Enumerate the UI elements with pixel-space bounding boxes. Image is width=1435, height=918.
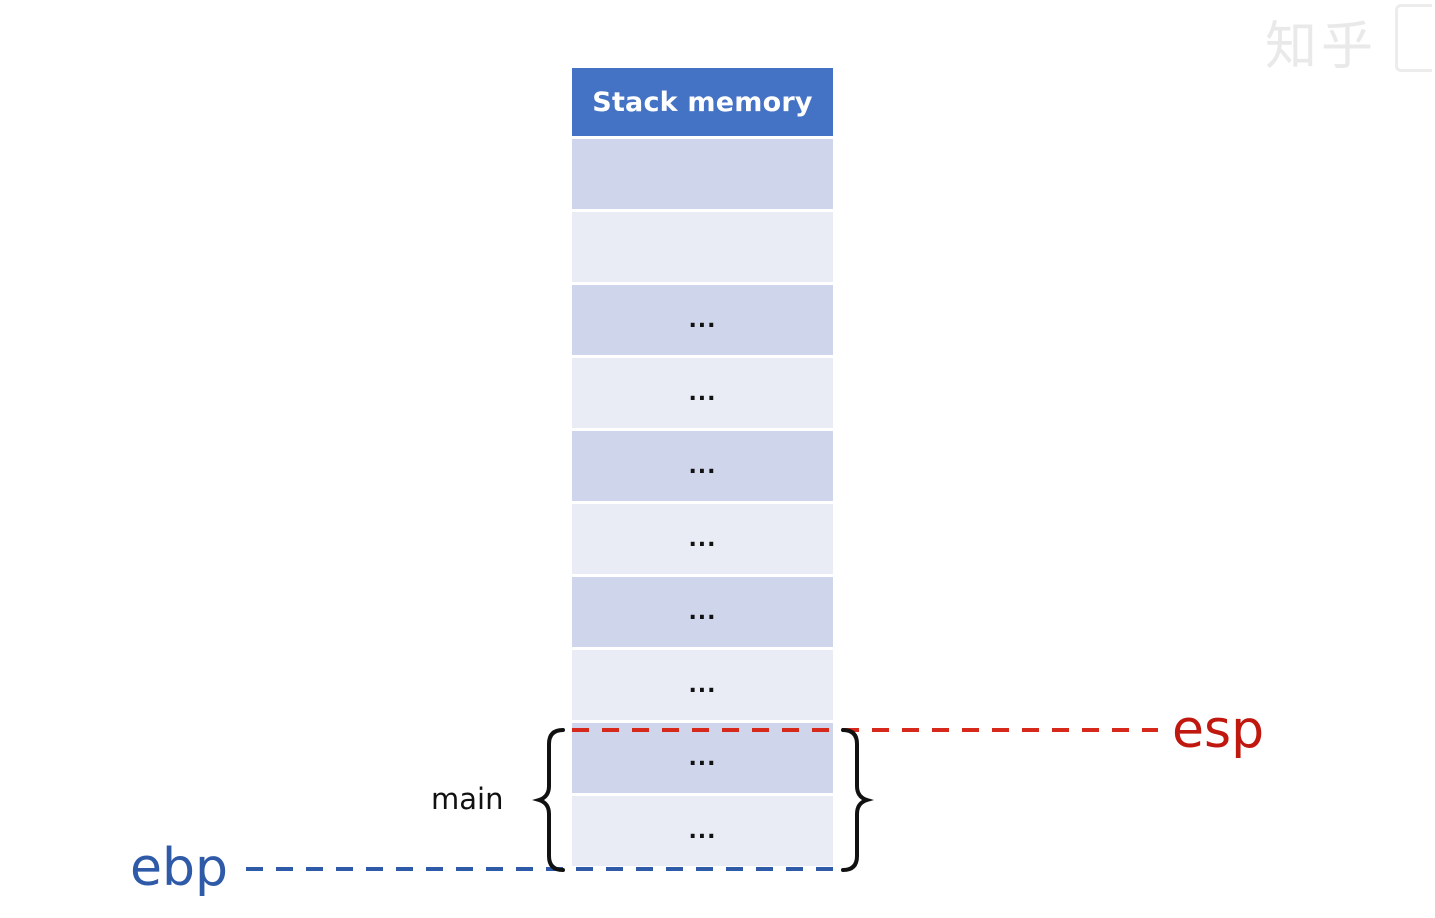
watermark-text: 知乎 bbox=[1265, 17, 1378, 77]
stack-cell-5: ... bbox=[572, 431, 833, 501]
stack-memory-header: Stack memory bbox=[572, 68, 833, 136]
watermark-frame-icon bbox=[1395, 4, 1432, 72]
stack-cell-4: ... bbox=[572, 358, 833, 428]
stack-cell-6: ... bbox=[572, 504, 833, 574]
ebp-label: ebp bbox=[130, 838, 229, 898]
stack-cell-2 bbox=[572, 212, 833, 282]
left-brace-icon bbox=[532, 728, 565, 872]
stack-cell-1 bbox=[572, 139, 833, 209]
esp-label: esp bbox=[1172, 700, 1265, 760]
stack-cell-8: ... bbox=[572, 650, 833, 720]
stack-cell-10: ... bbox=[572, 796, 833, 866]
stack-cell-9: ... bbox=[572, 723, 833, 793]
stack-cell-3: ... bbox=[572, 285, 833, 355]
stack-cell-7: ... bbox=[572, 577, 833, 647]
right-brace-icon bbox=[841, 728, 874, 872]
stack-memory-column: Stack memory ... ... ... ... ... ... ...… bbox=[572, 68, 833, 866]
main-frame-label: main bbox=[431, 782, 504, 816]
stack-cells: ... ... ... ... ... ... ... ... bbox=[572, 139, 833, 866]
